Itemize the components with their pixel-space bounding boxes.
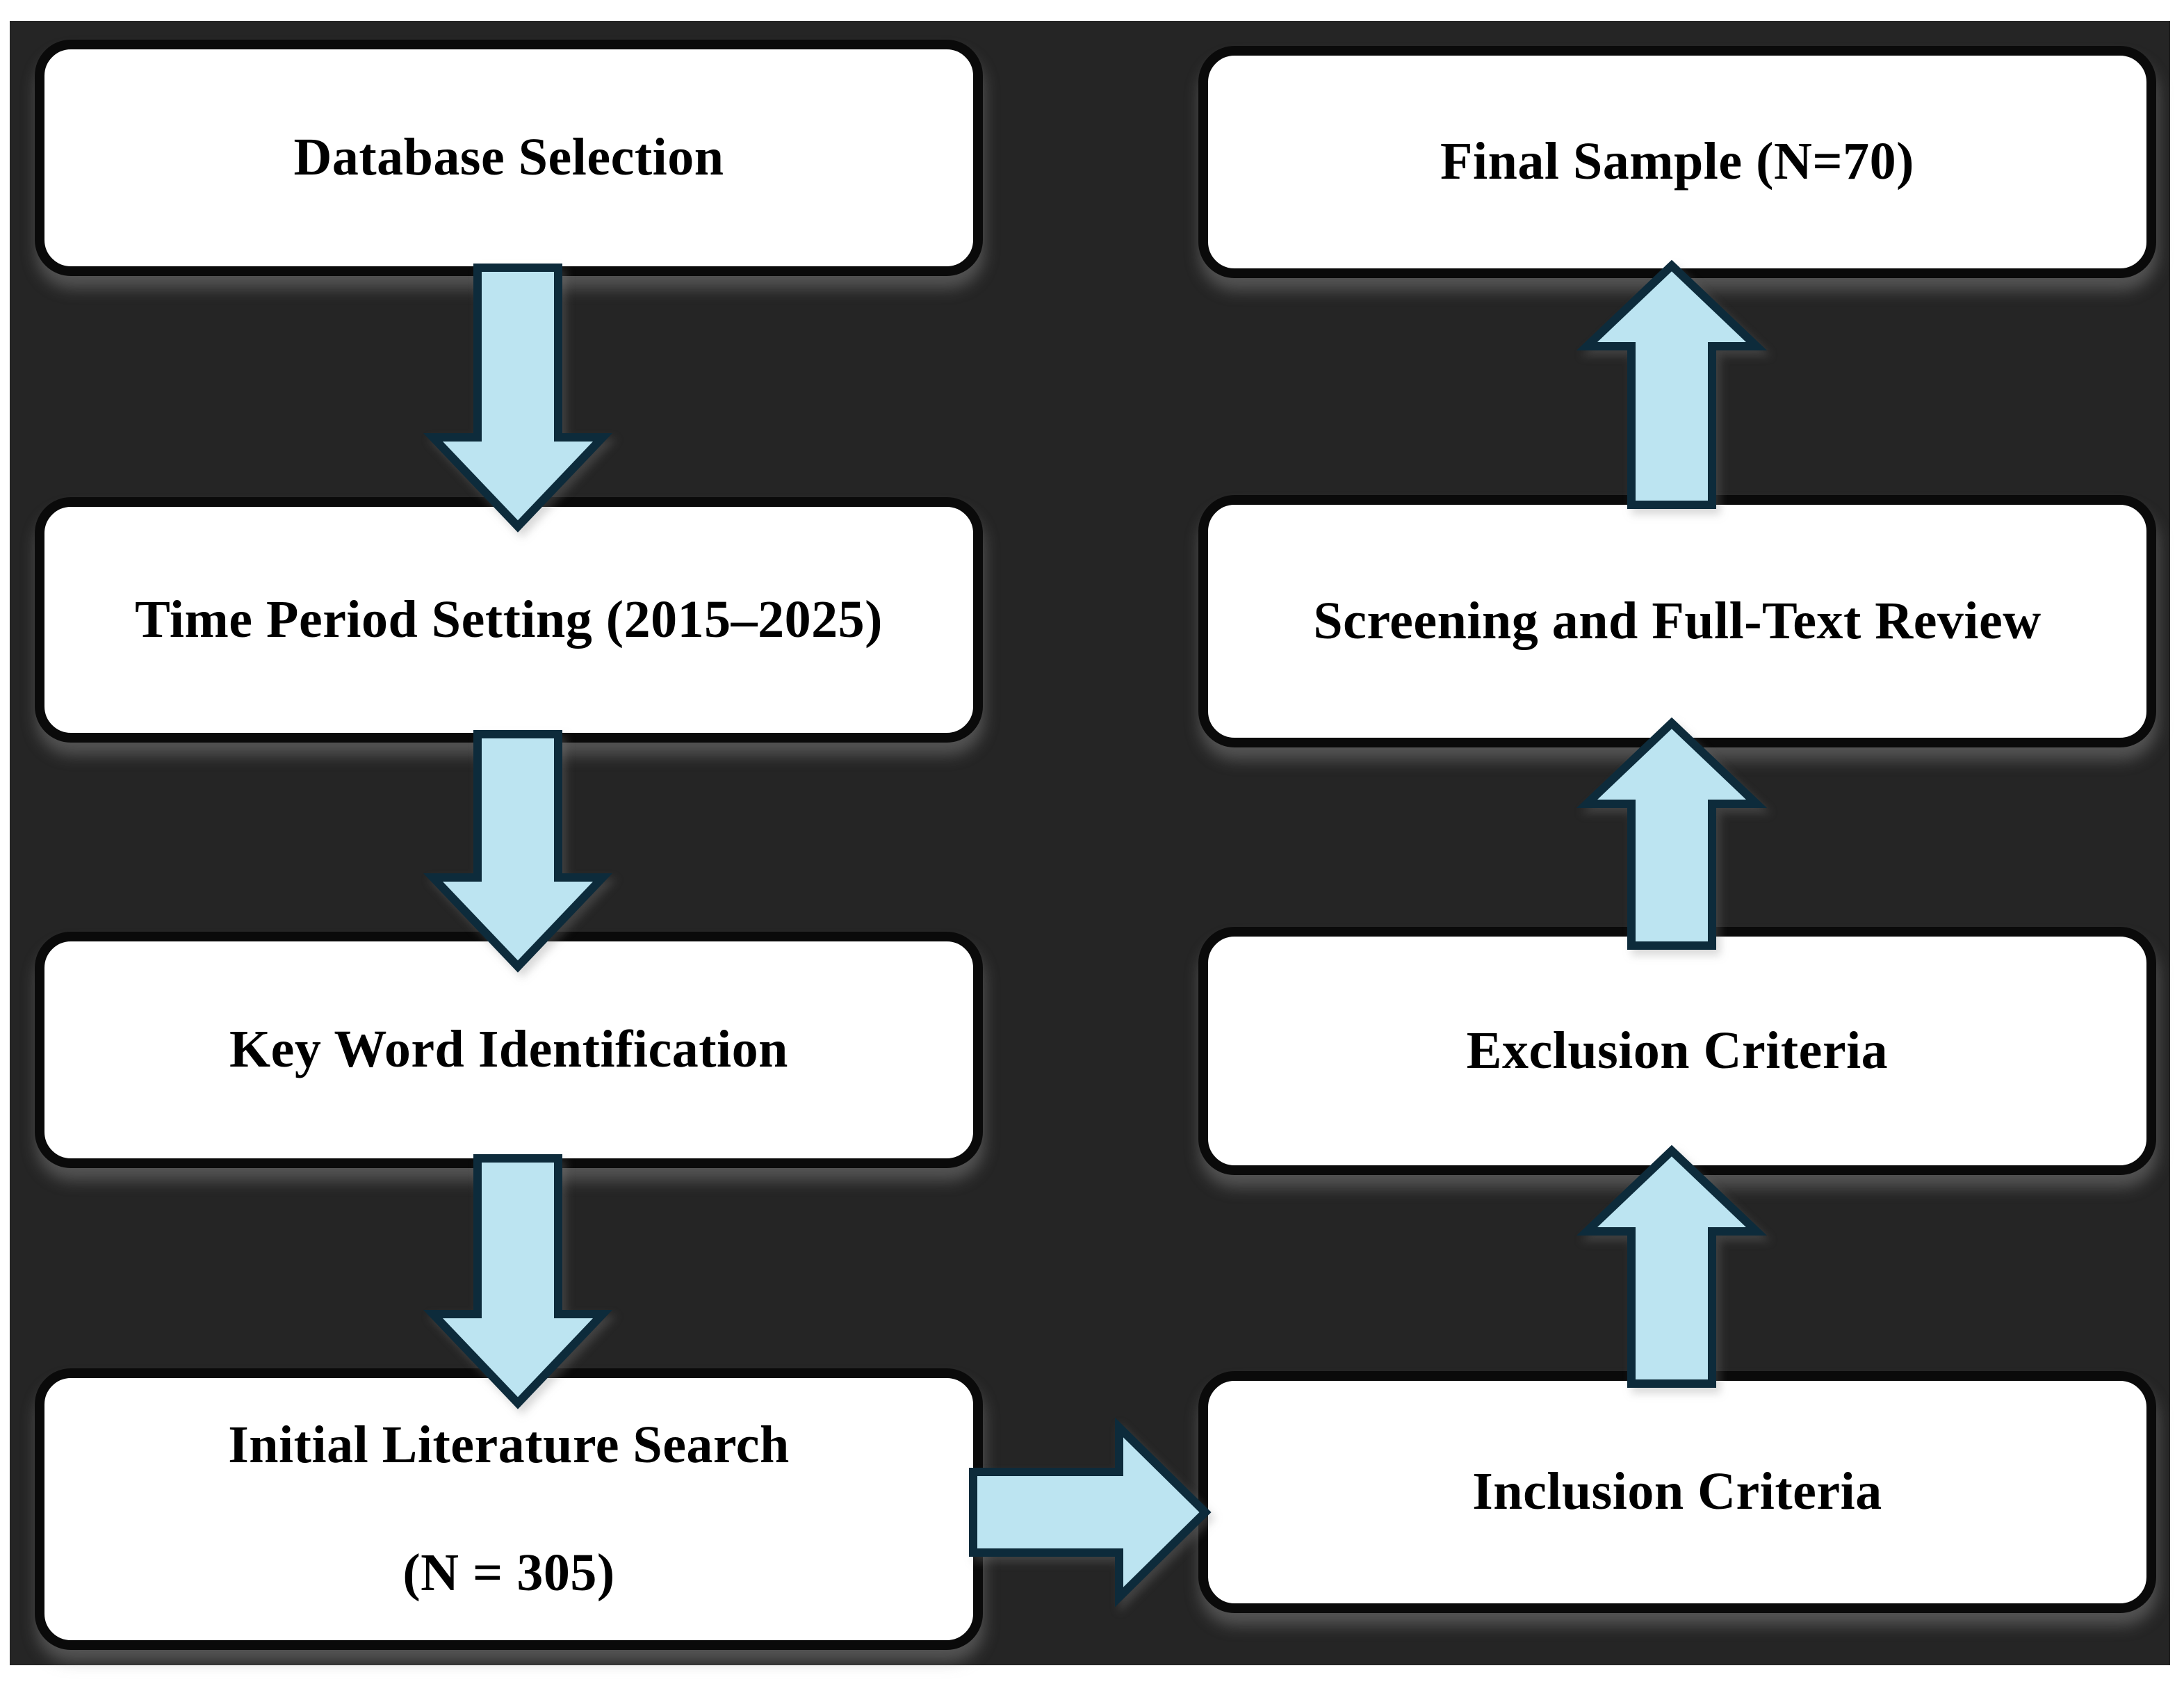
node-time-period-setting-label: Time Period Setting (2015–2025) [135, 590, 883, 649]
node-final-sample-label: Final Sample (N=70) [1440, 132, 1914, 191]
node-database-selection-label: Database Selection [293, 128, 724, 187]
node-key-word-identification-label: Key Word Identification [229, 1020, 788, 1079]
node-final-sample: Final Sample (N=70) [1198, 46, 2156, 278]
node-initial-literature-search: Initial Literature Search (N = 305) [35, 1368, 983, 1650]
node-initial-literature-search-label: Initial Literature Search [228, 1416, 790, 1475]
node-exclusion-criteria-label: Exclusion Criteria [1466, 1021, 1889, 1080]
node-time-period-setting: Time Period Setting (2015–2025) [35, 497, 983, 743]
node-key-word-identification: Key Word Identification [35, 932, 983, 1168]
node-exclusion-criteria: Exclusion Criteria [1198, 927, 2156, 1175]
node-inclusion-criteria: Inclusion Criteria [1198, 1371, 2156, 1613]
node-initial-literature-search-count: (N = 305) [402, 1543, 615, 1602]
node-screening-full-text-review-label: Screening and Full-Text Review [1313, 591, 2042, 650]
node-inclusion-criteria-label: Inclusion Criteria [1472, 1462, 1882, 1521]
node-screening-full-text-review: Screening and Full-Text Review [1198, 495, 2156, 747]
node-database-selection: Database Selection [35, 40, 983, 276]
